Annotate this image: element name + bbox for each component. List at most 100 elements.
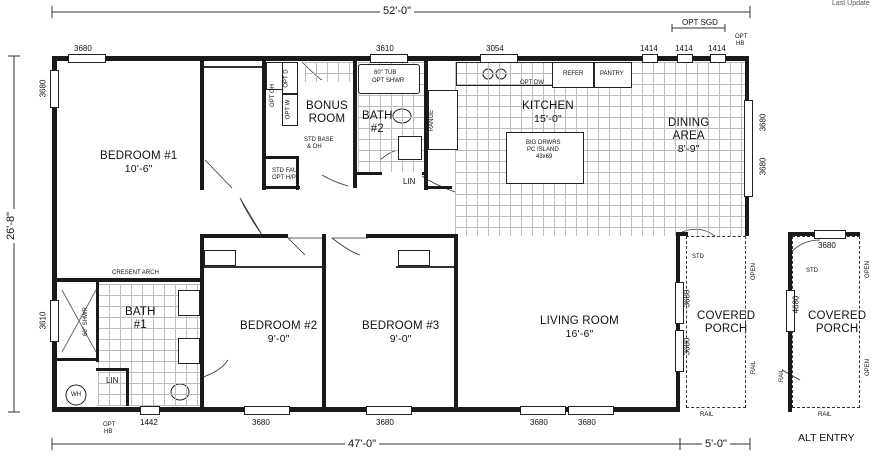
std-label: STD: [692, 254, 704, 260]
refer-box: [552, 62, 594, 88]
bedroom3-label: BEDROOM #3 9'-0": [362, 320, 439, 346]
br3-closet-shelf: [398, 250, 430, 266]
last-update-label: Last Update: [832, 0, 870, 7]
wall-br2-br3: [322, 234, 326, 410]
room-dim: 9'-0": [267, 333, 290, 345]
opt-hb-label: OPT: [735, 34, 748, 40]
wall-br3-living: [454, 234, 458, 410]
window-label: 3680: [530, 418, 548, 427]
window-label: 3680: [376, 418, 394, 427]
opt-oh-label: OPT OH: [269, 84, 276, 107]
dining-label: DINING AREA 8'-9": [668, 117, 709, 156]
window-bath1: [50, 300, 59, 342]
wall-shower: [96, 282, 99, 362]
room-dim: 16'-6": [565, 328, 594, 340]
window-bath2: [370, 54, 408, 63]
room-name: COVERED: [697, 310, 756, 322]
wall-wh-top: [56, 358, 96, 361]
refer-label: REFER: [563, 71, 584, 77]
window-label: 3610: [376, 44, 394, 53]
room-name: PORCH: [704, 323, 748, 335]
room-name: ROOM: [308, 113, 346, 125]
wall-bonus-lower: [266, 156, 296, 159]
lin2-box: [398, 172, 422, 192]
open-label: OPEN: [865, 260, 872, 279]
wall-bath2-bottom: [356, 172, 382, 175]
bonus-room-label: BONUS ROOM: [306, 100, 348, 126]
window-label: 1414: [675, 44, 693, 53]
window-dining-right: [744, 100, 753, 197]
island-label: 43x69: [536, 154, 553, 160]
room-dim: 8'-9": [677, 143, 700, 155]
wall-br2-top: [200, 234, 288, 238]
wall-br3-top: [366, 234, 458, 238]
wall-kitchen-stub: [428, 186, 452, 189]
window-label: 1414: [640, 44, 658, 53]
wall-br1-closet: [200, 60, 204, 190]
window-living-right-1: [675, 282, 684, 324]
room-name: BEDROOM #3: [362, 320, 440, 332]
bonus-floor: [305, 62, 353, 82]
room-dim: 15'-0": [533, 113, 562, 125]
covered-porch-label: COVERED PORCH: [697, 310, 755, 336]
wall-bath1-br2: [200, 234, 204, 410]
window-label: 3680: [252, 418, 270, 427]
rail-label: RAIL: [779, 368, 786, 383]
bath2-sink: [398, 136, 422, 160]
room-name: #1: [133, 319, 147, 331]
overall-width-label: 52'-0": [380, 5, 415, 17]
tub-label: 60" TUB: [374, 70, 397, 76]
opt-hb-label: OPT: [103, 422, 116, 428]
opt-sgd-label: OPT SGD: [682, 18, 718, 27]
bath1-sink-2: [178, 338, 200, 364]
room-name: BEDROOM #2: [240, 320, 318, 332]
window-bath1-bottom: [140, 406, 160, 415]
wall-lin1-top: [96, 368, 126, 371]
exterior-wall-left: [52, 56, 57, 412]
rail-label: RAIL: [751, 360, 758, 375]
kitchen-island: [506, 132, 584, 184]
bedroom1-label: BEDROOM #1 10'-6": [100, 150, 177, 176]
living-corner-wall: [676, 232, 688, 236]
window-alt-left: [786, 290, 795, 332]
window-label: 4680: [791, 295, 801, 314]
window-br3: [366, 406, 412, 415]
opt-hp-label: OPT H/P: [272, 175, 296, 181]
window-label: 3610: [38, 311, 48, 330]
rail-label: RAIL: [700, 412, 714, 418]
wall-mech-bottom: [266, 186, 300, 189]
kitchen-label: KITCHEN 15'-0": [522, 100, 574, 126]
porch-outline: [686, 236, 746, 408]
window-label: 3680: [818, 241, 836, 250]
window-living-1: [520, 406, 566, 415]
and-oh-label: & OH: [307, 144, 322, 150]
wall-br1-bath1: [52, 278, 200, 282]
br2-closet-shelf: [204, 250, 236, 266]
open-label: OPEN: [751, 262, 758, 281]
bath2-tub: [358, 64, 420, 94]
window-br1-top: [68, 54, 106, 63]
wh-label: WH: [71, 392, 81, 398]
room-name: AREA: [672, 130, 705, 142]
range-box: [428, 90, 458, 150]
open-label: OPEN: [865, 358, 872, 377]
window-label: 3054: [486, 44, 504, 53]
room-name: #2: [370, 123, 384, 135]
window-br2: [244, 406, 290, 415]
opt-d-box: [282, 62, 298, 94]
room-name: KITCHEN: [522, 100, 574, 112]
range-label: RANGE: [429, 109, 436, 132]
hb-label: HB: [736, 41, 745, 47]
std-fau-label: STD FAU: [272, 168, 298, 174]
island-label: BIG DRWRS: [526, 140, 561, 146]
br2-closet-line: [204, 266, 322, 268]
opt-w-box: [282, 94, 298, 126]
room-name: BONUS: [306, 100, 348, 112]
wall-bonus-bath2: [353, 60, 357, 188]
bath1-label: BATH #1: [125, 306, 156, 332]
pantry-box: [594, 62, 632, 88]
window-label: 3680: [578, 418, 596, 427]
room-name: BATH: [125, 306, 156, 318]
overall-depth-label: 26'-8": [5, 208, 18, 244]
opt-dw-label: OPT DW: [520, 80, 544, 86]
